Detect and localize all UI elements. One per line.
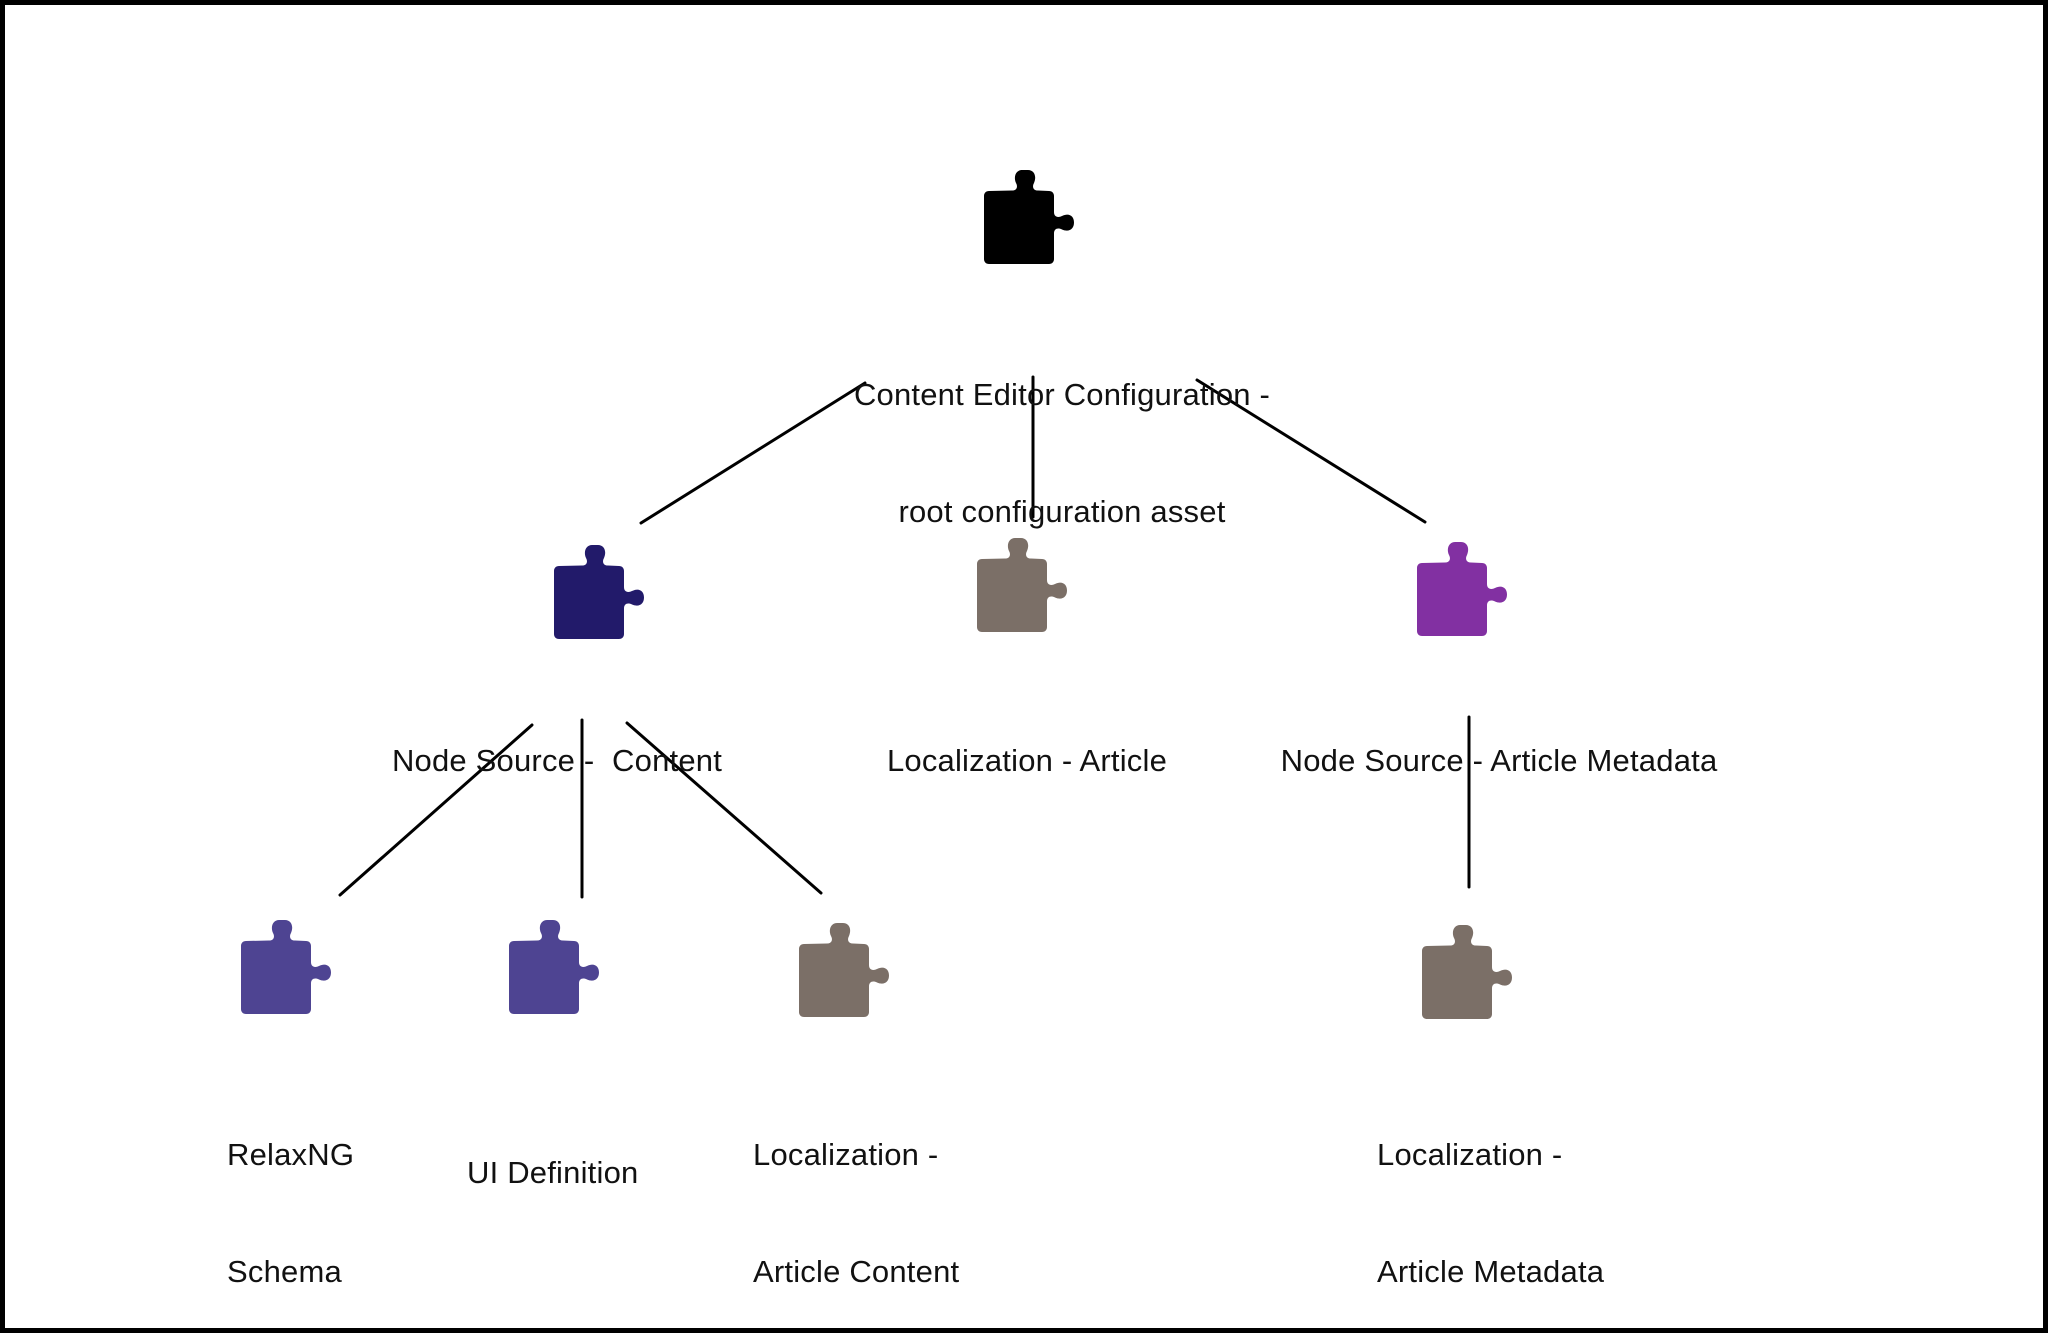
node-label-localization-article-content: Localization - Article Content [753, 1137, 960, 1289]
tree-connectors [338, 375, 1471, 899]
edge-node-source-content-to-localization-article-content [625, 721, 823, 895]
puzzle-piece-icon [795, 920, 889, 1019]
node-label-localization-article-metadata: Localization - Article Metadata [1377, 1137, 1605, 1289]
puzzle-piece-icon [550, 542, 644, 641]
puzzle-piece-icon [980, 167, 1074, 266]
puzzle-piece-icon [237, 917, 331, 1016]
edge-node-source-content-to-relaxng-schema [338, 723, 534, 897]
puzzle-piece-icon [1413, 539, 1507, 638]
edge-root-to-node-source-content [639, 381, 867, 525]
node-label-node-source-content: Node Source - Content [391, 743, 723, 778]
node-label-node-source-article-metadata: Node Source - Article Metadata [1280, 743, 1718, 778]
edge-root-to-node-source-article-metadata [1195, 378, 1427, 524]
node-label-relaxng-schema: RelaxNG Schema [227, 1137, 355, 1289]
puzzle-piece-icon [505, 917, 599, 1016]
node-label-root: Content Editor Configuration - root conf… [853, 377, 1271, 529]
puzzle-piece-icon [973, 535, 1067, 634]
node-label-localization-article: Localization - Article [886, 743, 1168, 778]
node-label-ui-definition: UI Definition [467, 1155, 639, 1190]
puzzle-piece-icon [1418, 922, 1512, 1021]
